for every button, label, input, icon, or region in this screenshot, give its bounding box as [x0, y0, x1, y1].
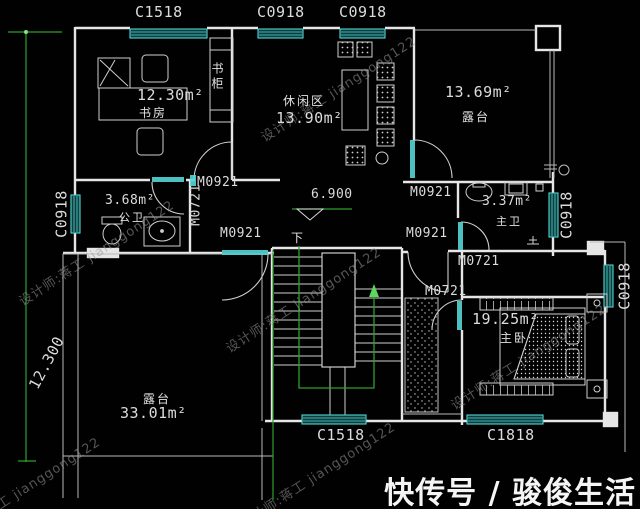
chair	[141, 54, 169, 83]
master-bedroom-area: 19.25m²	[472, 310, 539, 328]
public-bath-area: 3.68m²	[105, 193, 155, 208]
desk	[97, 57, 188, 121]
window-c0918-top-right	[339, 28, 386, 39]
bookcase	[209, 37, 234, 123]
door-leaves	[152, 140, 463, 330]
pillow	[565, 348, 580, 378]
door-label-m0721-public-bath: M0721	[188, 184, 204, 226]
door-leaf	[222, 250, 268, 255]
sink-icon	[143, 216, 181, 247]
chair	[376, 62, 395, 81]
stair-steps	[274, 256, 401, 420]
window-label-c0918-top-right: C0918	[339, 3, 387, 21]
window-label-c1518-bottom: C1518	[317, 426, 365, 444]
door-leaf	[152, 177, 184, 182]
lower-terrace-name: 露台	[143, 392, 172, 406]
master-bedroom-name: 主卧	[500, 331, 529, 345]
window-c1818-bottom	[466, 414, 544, 425]
window-label-c1818-bottom: C1818	[487, 426, 535, 444]
stairs-down-label: 下	[291, 231, 306, 245]
window-label-c0918-right-bedroom: C0918	[615, 262, 634, 310]
terrace-corner-column	[534, 24, 562, 52]
shower-icon	[527, 236, 539, 245]
door-label-m0921-lower-terrace: M0921	[220, 226, 262, 241]
site-footer-title: 快传号 / 骏俊生活	[384, 476, 636, 509]
leisure-name: 休闲区	[283, 94, 326, 108]
chair	[337, 41, 354, 58]
door-leaf	[458, 222, 463, 250]
window-label-c1518-top: C1518	[135, 3, 183, 21]
window-c0918-right-bath	[548, 192, 559, 238]
nightstand	[586, 379, 608, 399]
door-label-m0921-study: M0921	[197, 175, 239, 190]
wall-column	[586, 240, 605, 256]
lower-terrace-outline	[62, 253, 274, 457]
window-label-c0918-left: C0918	[52, 190, 71, 238]
closet	[404, 297, 439, 413]
elevation-triangle-icon	[295, 208, 325, 221]
master-bath-fixtures	[465, 181, 544, 245]
door-leaf	[190, 175, 196, 186]
study-name: 书房	[139, 106, 168, 120]
window-label-c0918-top-left: C0918	[257, 3, 305, 21]
drain-circle-icon	[558, 164, 570, 176]
thick-walls	[63, 24, 619, 428]
window-label-c0918-right-bath: C0918	[557, 191, 576, 239]
study-area: 12.30m²	[137, 86, 204, 104]
door-label-m0921-hall: M0921	[406, 226, 448, 241]
dresser	[479, 382, 554, 396]
wall-column	[602, 411, 619, 428]
upper-terrace-area: 13.69m²	[445, 83, 512, 101]
public-bath-name: 公卫	[119, 211, 145, 224]
chair	[376, 128, 395, 147]
stair-direction-line	[298, 246, 375, 389]
chair	[376, 84, 395, 103]
game-table	[341, 69, 369, 131]
chair	[376, 106, 395, 125]
public-bath-fixtures	[101, 216, 181, 247]
window-c1518-bottom	[301, 414, 367, 425]
stair-well	[321, 252, 356, 368]
nightstand	[586, 293, 608, 313]
leisure-furniture	[337, 41, 395, 166]
wall-stub	[86, 247, 120, 259]
lower-terrace-area: 33.01m²	[120, 404, 187, 422]
stool	[375, 151, 389, 165]
chair	[345, 145, 366, 166]
doors-layer	[151, 139, 490, 331]
stair-arrow-icon	[369, 284, 379, 297]
door-label-m0921-upper-terrace: M0921	[410, 185, 452, 200]
green-dimension-lines	[8, 30, 379, 500]
door-label-m0721-bedroom: M0721	[425, 284, 467, 299]
leisure-area: 13.90m²	[276, 109, 343, 127]
floor-drain-icon	[535, 183, 544, 192]
window-c0918-left	[70, 194, 81, 234]
upper-terrace-name: 露台	[462, 110, 491, 124]
bookcase-label: 书柜	[210, 62, 224, 92]
study-furniture	[97, 37, 234, 156]
toilet-icon	[504, 181, 528, 196]
staircase	[274, 252, 401, 420]
door-leaf	[410, 140, 415, 178]
bed	[499, 307, 586, 386]
floor-elevation-label: 6.900	[311, 187, 353, 202]
window-c0918-right-bedroom	[603, 264, 614, 308]
sink-icon	[465, 181, 493, 202]
bedroom-furniture	[479, 293, 608, 399]
window-c1518-top	[129, 28, 208, 39]
chair	[136, 127, 164, 156]
window-c0918-top-left	[257, 28, 304, 39]
chair	[356, 41, 373, 58]
door-swing-arcs	[151, 139, 490, 331]
door-leaf	[457, 301, 462, 330]
door-label-m0721-master-bath: M0721	[458, 254, 500, 269]
master-bath-name: 主卫	[496, 215, 522, 228]
toilet-icon	[101, 216, 123, 245]
dimension-node	[24, 30, 28, 34]
windows-layer	[70, 28, 614, 425]
dresser	[479, 297, 554, 311]
pillow	[565, 315, 580, 345]
master-bath-area: 3.37m²	[482, 194, 532, 209]
